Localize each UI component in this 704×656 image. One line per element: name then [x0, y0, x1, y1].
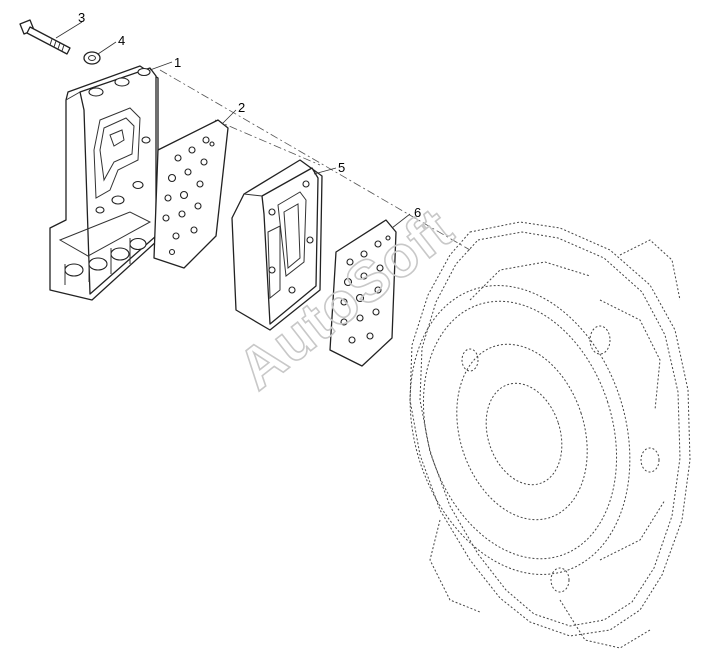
callout-2: 2 — [238, 100, 245, 115]
callout-4: 4 — [118, 33, 125, 48]
callout-5: 5 — [338, 160, 345, 175]
leader-lines — [55, 21, 411, 229]
valve-plate-part-5 — [231, 159, 323, 331]
bolt-part-3 — [19, 19, 71, 55]
callout-1: 1 — [174, 55, 181, 70]
washer-part-4 — [83, 51, 101, 65]
transmission-housing — [409, 221, 691, 649]
gasket-part-2 — [153, 119, 229, 269]
callouts: 3 4 1 2 5 6 — [78, 10, 421, 220]
gasket-part-6 — [329, 219, 397, 367]
assembly-centerlines — [159, 69, 471, 251]
callout-3: 3 — [78, 10, 85, 25]
valve-body-part-1 — [49, 65, 159, 301]
callout-6: 6 — [414, 205, 421, 220]
